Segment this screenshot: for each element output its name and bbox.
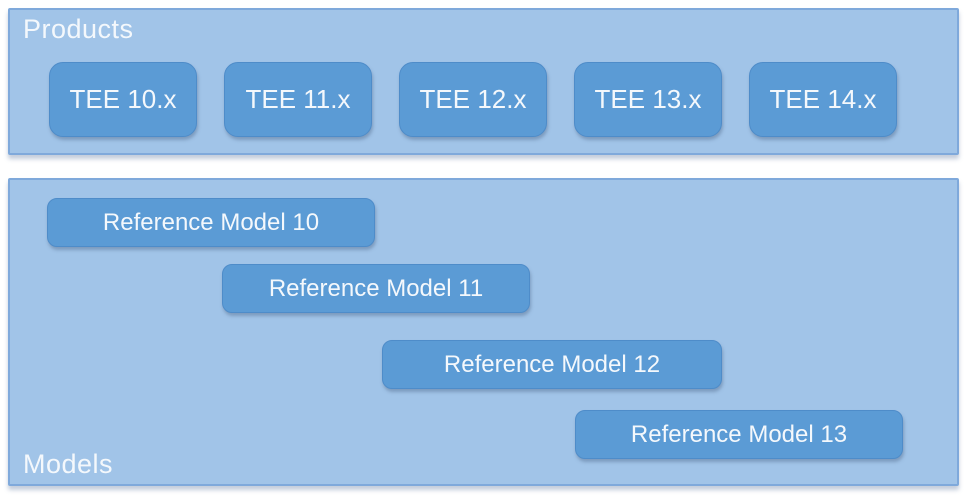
models-panel: Reference Model 10 Reference Model 11 Re… (8, 178, 959, 486)
node-reference-model-13: Reference Model 13 (575, 410, 903, 459)
node-reference-model-10: Reference Model 10 (47, 198, 375, 247)
tee-version-row: TEE 10.x TEE 11.x TEE 12.x TEE 13.x TEE … (49, 62, 897, 137)
node-reference-model-12: Reference Model 12 (382, 340, 722, 389)
models-panel-label: Models (23, 449, 114, 479)
node-reference-model-11: Reference Model 11 (222, 264, 530, 313)
products-panel: Products TEE 10.x TEE 11.x TEE 12.x TEE … (8, 8, 959, 155)
node-tee-14x: TEE 14.x (749, 62, 897, 137)
node-tee-13x: TEE 13.x (574, 62, 722, 137)
node-tee-10x: TEE 10.x (49, 62, 197, 137)
node-tee-12x: TEE 12.x (399, 62, 547, 137)
products-panel-label: Products (23, 14, 134, 44)
node-tee-11x: TEE 11.x (224, 62, 372, 137)
